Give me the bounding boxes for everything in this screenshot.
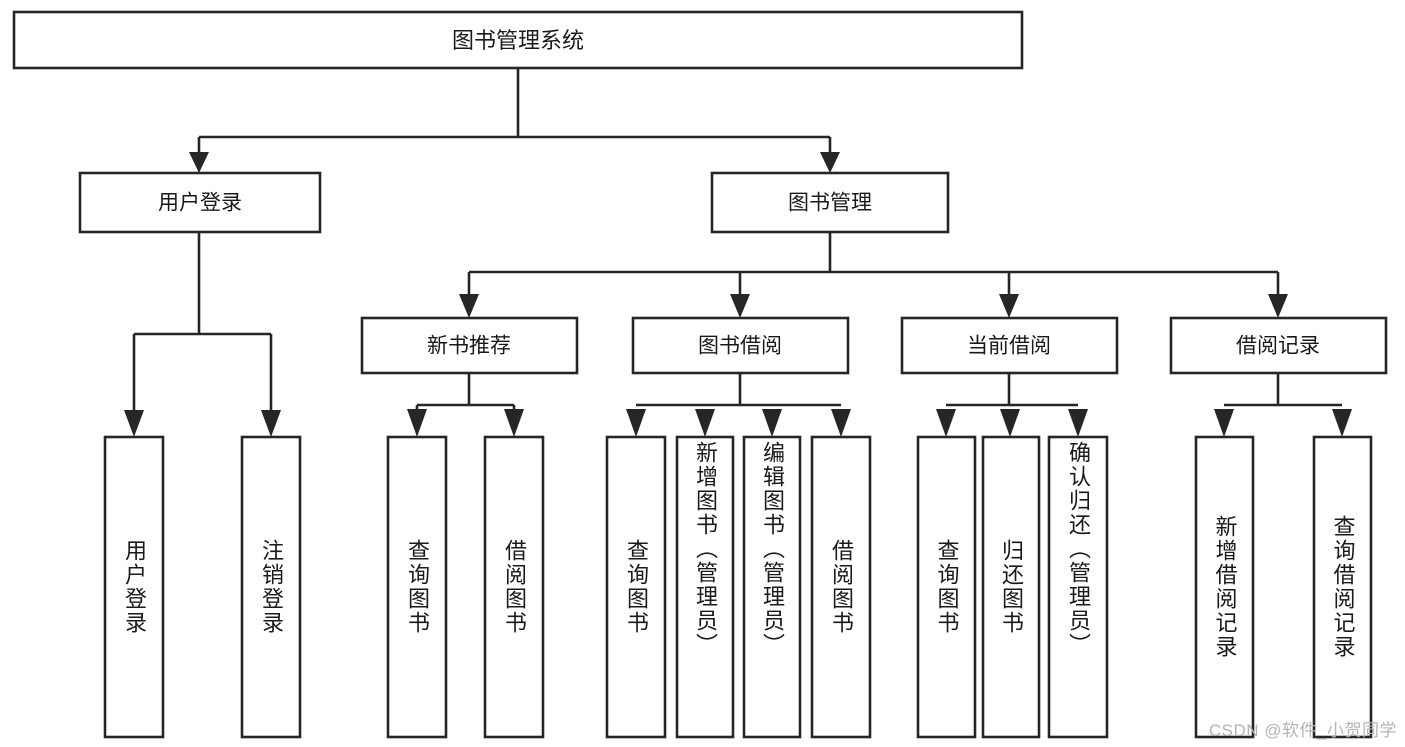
leaf-box-records-2[interactable] [1312, 435, 1373, 739]
connector-group-records-leaves [1214, 373, 1352, 437]
arrowhead-bookborrow-leaf-2 [695, 409, 715, 437]
node-root-box[interactable] [12, 10, 1024, 70]
arrowhead-bookborrow-leaf-1 [626, 409, 646, 437]
node-new-book-recommend[interactable]: 新书推荐 [360, 316, 579, 375]
arrowhead-userlogin-leaf-1 [124, 410, 144, 437]
leaf-box-user-login-2[interactable] [240, 435, 302, 739]
leaf-box-book-borrow-3[interactable] [742, 435, 802, 739]
node-borrow-records-box[interactable] [1169, 316, 1388, 375]
node-book-management-label: 图书管理 [788, 192, 872, 215]
leaf-box-book-borrow-1[interactable] [605, 435, 667, 739]
node-book-borrow-box[interactable] [631, 316, 850, 375]
node-book-borrow-label: 图书借阅 [698, 335, 782, 358]
leaf-box-book-borrow-2[interactable] [675, 435, 735, 739]
leaf-box-current-borrow-1[interactable] [916, 435, 977, 739]
arrowhead-to-new-book [459, 294, 479, 318]
node-user-login-label: 用户登录 [158, 192, 242, 215]
node-current-borrow[interactable]: 当前借阅 [900, 316, 1119, 375]
node-current-borrow-box[interactable] [900, 316, 1119, 375]
connector-group-currentborrow-leaves [936, 373, 1088, 437]
arrowhead-currentborrow-leaf-3 [1068, 409, 1088, 437]
arrowhead-to-userlogin [189, 152, 209, 173]
connector-group-bookmgmt [459, 232, 1288, 318]
node-book-management-box[interactable] [710, 171, 950, 234]
arrowhead-to-bookmgmt [820, 152, 840, 173]
node-book-borrow[interactable]: 图书借阅 [631, 316, 850, 375]
connector-group-userlogin-leaves [124, 232, 281, 437]
arrowhead-to-book-borrow [730, 294, 750, 318]
watermark-text: CSDN @软件_小贺同学 [1208, 721, 1397, 740]
node-borrow-records[interactable]: 借阅记录 [1169, 316, 1388, 375]
arrowhead-newbook-leaf-2 [504, 409, 524, 437]
arrowhead-bookborrow-leaf-3 [762, 409, 782, 437]
node-root[interactable]: 图书管理系统 [12, 10, 1024, 70]
arrowhead-currentborrow-leaf-1 [936, 409, 956, 437]
arrowhead-records-leaf-2 [1332, 409, 1352, 437]
arrowhead-to-borrow-records [1268, 294, 1288, 318]
connector-group-root [189, 68, 840, 173]
leaf-boxes [103, 435, 1373, 739]
node-root-label: 图书管理系统 [452, 28, 584, 53]
node-current-borrow-label: 当前借阅 [967, 335, 1051, 358]
connector-group-bookborrow-leaves [626, 373, 851, 437]
leaf-box-user-login-1[interactable] [103, 435, 165, 739]
leaf-box-current-borrow-3[interactable] [1047, 435, 1109, 739]
leaf-box-new-book-1[interactable] [386, 435, 448, 739]
leaf-box-records-1[interactable] [1194, 435, 1255, 739]
connector-group-newbook-leaves [407, 373, 524, 437]
arrowhead-bookborrow-leaf-4 [831, 409, 851, 437]
arrowhead-newbook-leaf-1 [407, 409, 427, 437]
node-new-book-recommend-box[interactable] [360, 316, 579, 375]
leaf-box-current-borrow-2[interactable] [981, 435, 1041, 739]
arrowhead-records-leaf-1 [1214, 409, 1234, 437]
arrowhead-to-current-borrow [999, 294, 1019, 318]
leaf-box-book-borrow-4[interactable] [810, 435, 872, 739]
node-book-management[interactable]: 图书管理 [710, 171, 950, 234]
arrowhead-userlogin-leaf-2 [261, 410, 281, 437]
node-user-login[interactable]: 用户登录 [78, 171, 322, 234]
node-borrow-records-label: 借阅记录 [1236, 335, 1320, 358]
node-new-book-recommend-label: 新书推荐 [427, 335, 511, 358]
node-user-login-box[interactable] [78, 171, 322, 234]
leaf-box-new-book-2[interactable] [483, 435, 545, 739]
arrowhead-currentborrow-leaf-2 [1000, 409, 1020, 437]
